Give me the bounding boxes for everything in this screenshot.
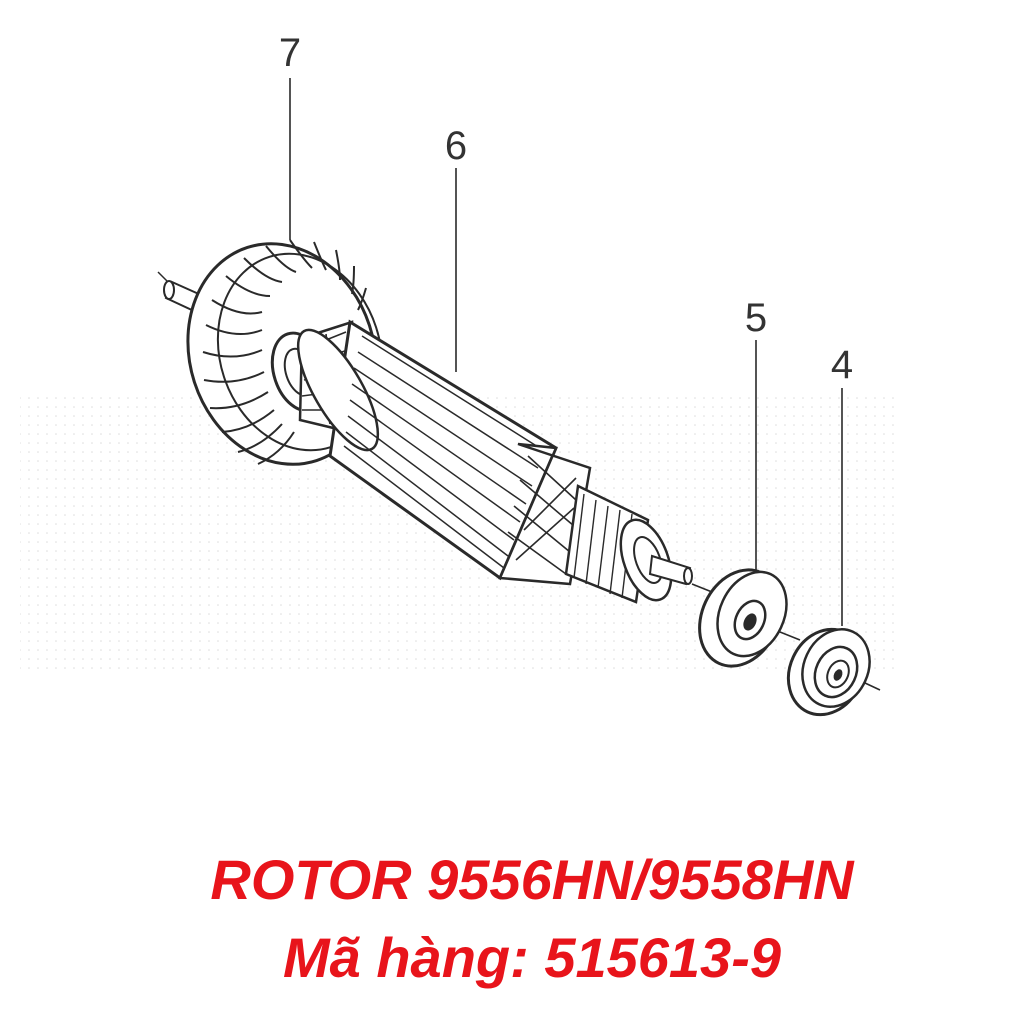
washer <box>698 568 788 668</box>
callout-7: 7 <box>278 31 302 75</box>
caption-title: ROTOR 9556HN/9558HN <box>210 848 854 911</box>
callout-4: 4 <box>830 343 854 387</box>
bearing <box>786 627 871 717</box>
callout-6: 6 <box>444 124 468 168</box>
armature <box>296 319 693 604</box>
caption-code: Mã hàng: 515613-9 <box>283 926 781 989</box>
leader-lines <box>289 78 843 626</box>
callout-5: 5 <box>744 296 768 340</box>
